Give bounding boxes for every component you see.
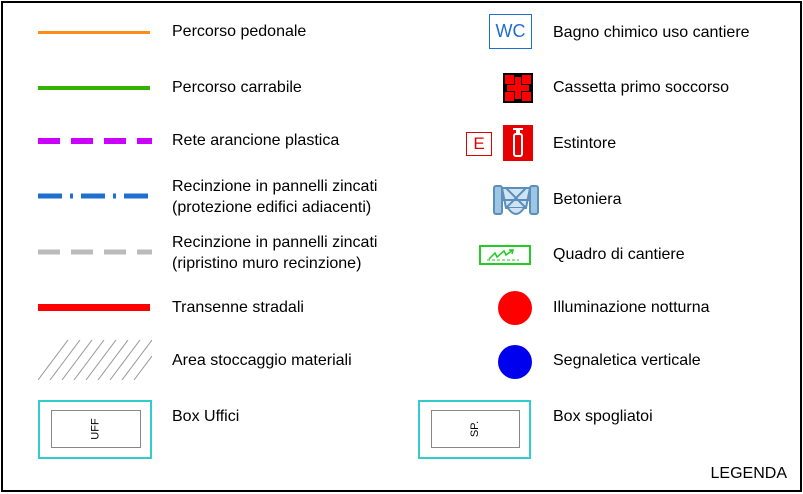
legend-title: LEGENDA [710,465,787,482]
office-box-text: UFF [89,418,102,440]
office-box-inner: UFF [51,410,141,448]
concrete-mixer-label: Betoniera [553,191,622,208]
vehicle-path-line [38,86,150,90]
road-barrier-label: Transenne stradali [172,299,304,316]
wc-icon: WC [489,14,532,49]
night-light-label: Illuminazione notturna [553,299,710,316]
electrical-panel-icon [479,245,531,265]
vertical-signage-icon [498,345,532,379]
galvanized-fence-restore-label-2: (ripristino muro recinzione) [172,255,362,272]
vehicle-path-label: Percorso carrabile [172,79,302,96]
extinguisher-e-icon: E [466,132,492,156]
extinguisher-label: Estintore [553,135,617,152]
changing-room-label: Box spogliatoi [553,408,653,425]
storage-area-label: Area stoccaggio materiali [172,352,352,369]
extinguisher-icon [503,125,533,161]
changing-room-box-inner: SP. [431,410,520,448]
galvanized-fence-protection-label-1: Recinzione in pannelli zincati [172,178,378,195]
road-barrier-line [38,304,150,311]
galvanized-fence-protection-line [38,193,152,199]
concrete-mixer-icon [493,185,539,215]
office-box-label: Box Uffici [172,408,240,425]
plastic-net-line [38,138,152,144]
extinguisher-e-text: E [473,134,485,153]
changing-room-box-text: SP. [469,420,482,438]
storage-area-hatch [38,340,152,380]
first-aid-icon [503,73,533,103]
site-panel-label: Quadro di cantiere [553,246,685,263]
first-aid-label: Cassetta primo soccorso [553,79,730,96]
galvanized-fence-protection-label-2: (protezione edifici adiacenti) [172,199,372,216]
office-box-symbol: UFF [38,400,152,459]
changing-room-box-symbol: SP. [418,400,531,459]
chemical-toilet-label: Bagno chimico uso cantiere [553,24,750,41]
plastic-net-label: Rete arancione plastica [172,132,340,149]
vertical-signage-label: Segnaletica verticale [553,352,701,369]
galvanized-fence-restore-line [38,249,152,255]
pedestrian-path-line [38,31,150,34]
pedestrian-path-label: Percorso pedonale [172,23,307,40]
night-light-icon [498,291,532,325]
galvanized-fence-restore-label-1: Recinzione in pannelli zincati [172,234,378,251]
wc-icon-text: WC [495,21,526,41]
